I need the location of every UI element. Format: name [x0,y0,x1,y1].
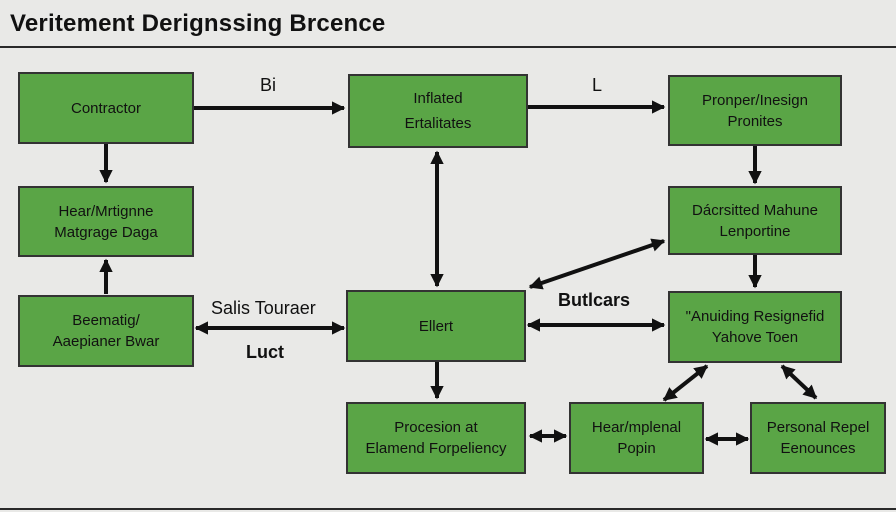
node-inflated-line1: Inflated [413,90,463,107]
node-hear-mplenal-line1: Hear/mplenal [591,419,682,436]
node-dacrsitted-line1: Dácrsitted Mahune [692,201,818,219]
node-procesion: Procesion at Elamend Forpeliency [346,402,526,474]
node-ellert: Ellert [346,290,526,362]
node-pronper: Pronper/Inesign Pronites [668,75,842,146]
node-hear-mortgage: Hear/Mrtignne Matgrage Daga [18,186,194,257]
bottom-divider [0,508,896,510]
edge-label-bi: Bi [260,75,277,95]
node-inflated-line2: Ertalitates [404,115,472,132]
node-pronper-line1: Pronper/Inesign [702,91,808,109]
node-procesion-line2: Elamend Forpeliency [365,440,507,457]
node-contractor-label: Contractor [70,99,142,117]
node-hear-mplenal: Hear/mplenal Popin [569,402,704,474]
arrow-anuiding-hear-mplenal [662,364,709,402]
node-beematig-line2: Aaepianer Bwar [52,333,160,350]
edge-label-l: L [592,75,603,95]
node-ellert-label: Ellert [418,317,454,335]
node-procesion-line1: Procesion at [394,419,478,436]
title-divider [0,46,896,48]
node-beematig-line1: Beematig/ [72,312,140,329]
diagram-title: Veritement Derignssing Brcence [10,10,386,37]
node-dacrsitted: Dácrsitted Mahune Lenportine [668,186,842,255]
arrow-anuiding-personal [780,364,818,400]
node-contractor: Contractor [18,72,194,144]
node-beematig: Beematig/ Aaepianer Bwar [18,295,194,367]
node-hear-mplenal-line2: Popin [617,440,656,457]
node-anuiding-line1: "Anuiding Resignefid [685,308,825,325]
arrow-ellert-dacrsitted [528,238,666,290]
node-hear-mortgage-line2: Matgrage Daga [54,223,158,241]
node-personal: Personal Repel Eenounces [750,402,886,474]
edge-label-butlcars: Butlcars [558,290,631,310]
node-personal-line1: Personal Repel [766,419,870,436]
node-dacrsitted-line2: Lenportine [719,222,791,240]
node-anuiding: "Anuiding Resignefid Yahove Toen [668,291,842,363]
node-anuiding-line2: Yahove Toen [711,329,799,346]
node-hear-mortgage-line1: Hear/Mrtignne [58,202,154,220]
node-personal-line2: Eenounces [780,440,856,457]
node-pronper-line2: Pronites [727,112,783,130]
node-inflated: Inflated Ertalitates [348,74,528,148]
edge-label-salis-touraer: Salis Touraer [211,298,316,318]
edge-label-luct: Luct [246,342,284,362]
